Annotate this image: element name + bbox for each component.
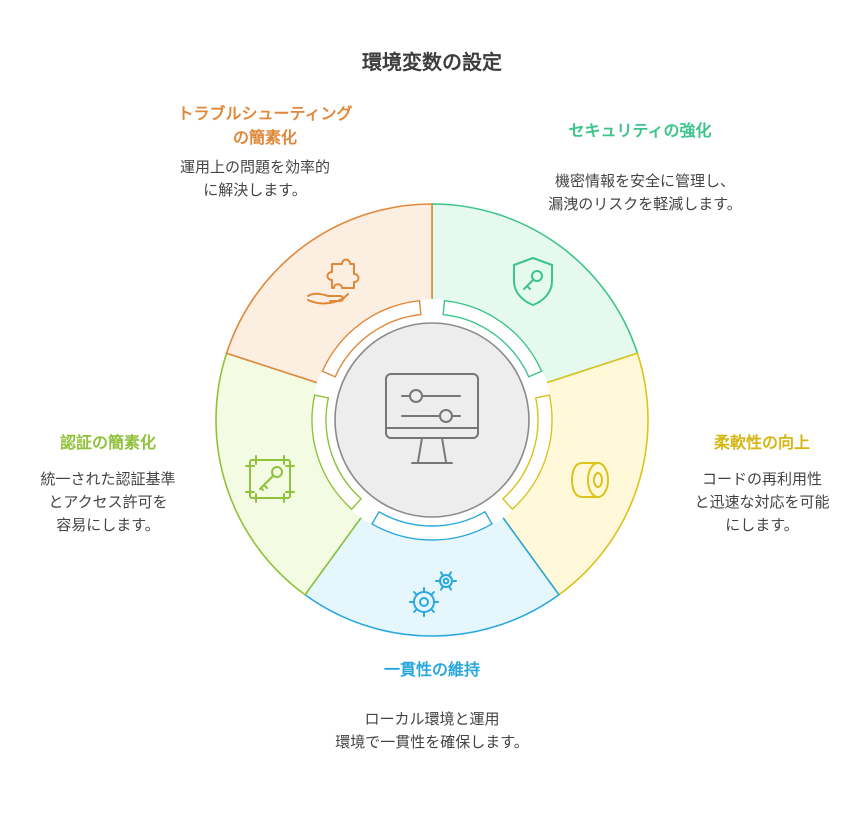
trouble-desc-line2: に解決します。	[203, 181, 307, 199]
auth-desc: 統一された認証基準 とアクセス許可を 容易にします。	[8, 468, 208, 537]
inner-tab-auth	[311, 394, 363, 511]
consistency-desc: ローカル環境と運用 環境で一貫性を確保します。	[290, 708, 574, 754]
trouble-title: トラブルシューティング の簡素化	[130, 102, 400, 150]
auth-title: 認証の簡素化	[59, 433, 156, 452]
security-desc-line2: 漏洩のリスクを軽減します。	[548, 195, 742, 213]
trouble-title-line2: の簡素化	[232, 128, 297, 147]
shield-key-icon	[513, 257, 553, 306]
page-title: 環境変数の設定	[362, 50, 502, 74]
inner-tab-flex	[501, 394, 553, 511]
inner-tab-consistency	[371, 510, 493, 541]
auth-desc-line3: 容易にします。	[56, 516, 160, 534]
security-desc-line1: 機密情報を安全に管理し、	[554, 172, 735, 190]
consistency-desc-line2: 環境で一貫性を確保します。	[335, 733, 529, 751]
trouble-title-line1: トラブルシューティング	[177, 104, 353, 123]
puzzle-hand-icon	[307, 258, 360, 305]
trouble-desc: 運用上の問題を効率的 に解決します。	[130, 156, 380, 202]
flex-desc-line2: と迅速な対応を可能	[694, 493, 830, 511]
security-desc: 機密情報を安全に管理し、 漏洩のリスクを軽減します。	[505, 170, 785, 216]
flex-title: 柔軟性の向上	[713, 433, 810, 452]
consistency-desc-line1: ローカル環境と運用	[364, 710, 500, 728]
trouble-desc-line1: 運用上の問題を効率的	[179, 158, 330, 176]
key-frame-icon	[245, 455, 295, 503]
monitor-sliders-icon	[385, 373, 479, 464]
inner-tab-security	[442, 299, 543, 378]
consistency-title: 一貫性の維持	[383, 660, 480, 679]
tape-roll-icon	[571, 462, 609, 498]
auth-desc-line1: 統一された認証基準	[40, 470, 176, 488]
flex-desc-line3: にします。	[725, 516, 799, 534]
flex-desc: コードの再利用性 と迅速な対応を可能 にします。	[662, 468, 862, 537]
auth-desc-line2: とアクセス許可を	[48, 493, 168, 511]
center-circle	[334, 322, 530, 518]
gears-icon	[409, 571, 457, 617]
inner-tab-trouble	[321, 299, 422, 378]
security-title: セキュリティの強化	[568, 121, 712, 140]
flex-desc-line1: コードの再利用性	[701, 470, 822, 488]
